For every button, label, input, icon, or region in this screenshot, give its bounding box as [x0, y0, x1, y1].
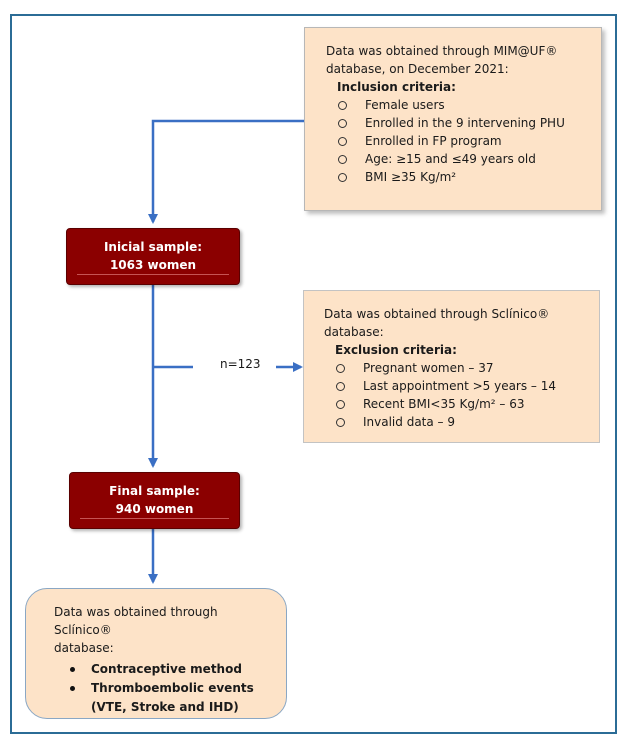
exclusion-criteria-box: Data was obtained through Sclínico® data… — [303, 290, 600, 443]
inclusion-criteria-title: Inclusion criteria: — [337, 80, 456, 94]
circle-bullet-icon — [338, 136, 347, 146]
circle-bullet-icon — [336, 381, 345, 391]
initial-sample-box: Inicial sample: 1063 women — [66, 228, 240, 285]
exclusion-criteria-title: Exclusion criteria: — [335, 343, 457, 357]
excluded-count-label: n=123 — [216, 357, 265, 371]
final-sample-count: 940 women — [115, 502, 194, 516]
inclusion-source-line1: Data was obtained through MIM@UF® — [326, 44, 558, 58]
inclusion-criteria-list: Female users Enrolled in the 9 interveni… — [326, 96, 595, 186]
outcomes-source-line2: database: — [54, 641, 114, 655]
list-item: Last appointment >5 years – 14 — [336, 377, 593, 395]
circle-bullet-icon — [338, 172, 347, 182]
exclusion-source-line1: Data was obtained through Sclínico® — [324, 307, 550, 321]
list-item: Contraceptive method — [70, 661, 278, 678]
list-item: Invalid data – 9 — [336, 413, 593, 431]
divider — [77, 274, 229, 275]
diagram-frame — [10, 14, 617, 734]
list-item: (VTE, Stroke and IHD) — [91, 700, 239, 714]
circle-bullet-icon — [338, 154, 347, 164]
list-item: Female users — [338, 96, 595, 114]
outcomes-box: Data was obtained through Sclínico® data… — [25, 588, 287, 719]
dot-bullet-icon — [70, 686, 75, 691]
circle-bullet-icon — [338, 100, 347, 110]
circle-bullet-icon — [336, 399, 345, 409]
inclusion-source-line2: database, on December 2021: — [326, 62, 509, 76]
final-sample-title: Final sample: — [109, 484, 200, 498]
outcomes-source-line1: Data was obtained through Sclínico® — [54, 605, 218, 637]
list-item: Recent BMI<35 Kg/m² – 63 — [336, 395, 593, 413]
list-item: Pregnant women – 37 — [336, 359, 593, 377]
initial-sample-count: 1063 women — [109, 258, 197, 272]
list-item: Enrolled in the 9 intervening PHU — [338, 114, 595, 132]
exclusion-source-line2: database: — [324, 325, 384, 339]
final-sample-box: Final sample: 940 women — [69, 472, 240, 529]
circle-bullet-icon — [336, 363, 345, 373]
exclusion-criteria-list: Pregnant women – 37 Last appointment >5 … — [324, 359, 593, 431]
list-item: Age: ≥15 and ≤49 years old — [338, 150, 595, 168]
inclusion-criteria-box: Data was obtained through MIM@UF® databa… — [304, 27, 602, 211]
outcomes-list: Contraceptive method Thromboembolic even… — [54, 661, 278, 716]
dot-bullet-icon — [70, 667, 75, 672]
list-item: Thromboembolic events — [70, 680, 278, 697]
circle-bullet-icon — [336, 417, 345, 427]
list-item: Enrolled in FP program — [338, 132, 595, 150]
circle-bullet-icon — [338, 118, 347, 128]
connector-inclusion-to-initial — [148, 119, 304, 224]
initial-sample-title: Inicial sample: — [103, 240, 203, 254]
divider — [80, 518, 229, 519]
list-item: BMI ≥35 Kg/m² — [338, 168, 595, 186]
